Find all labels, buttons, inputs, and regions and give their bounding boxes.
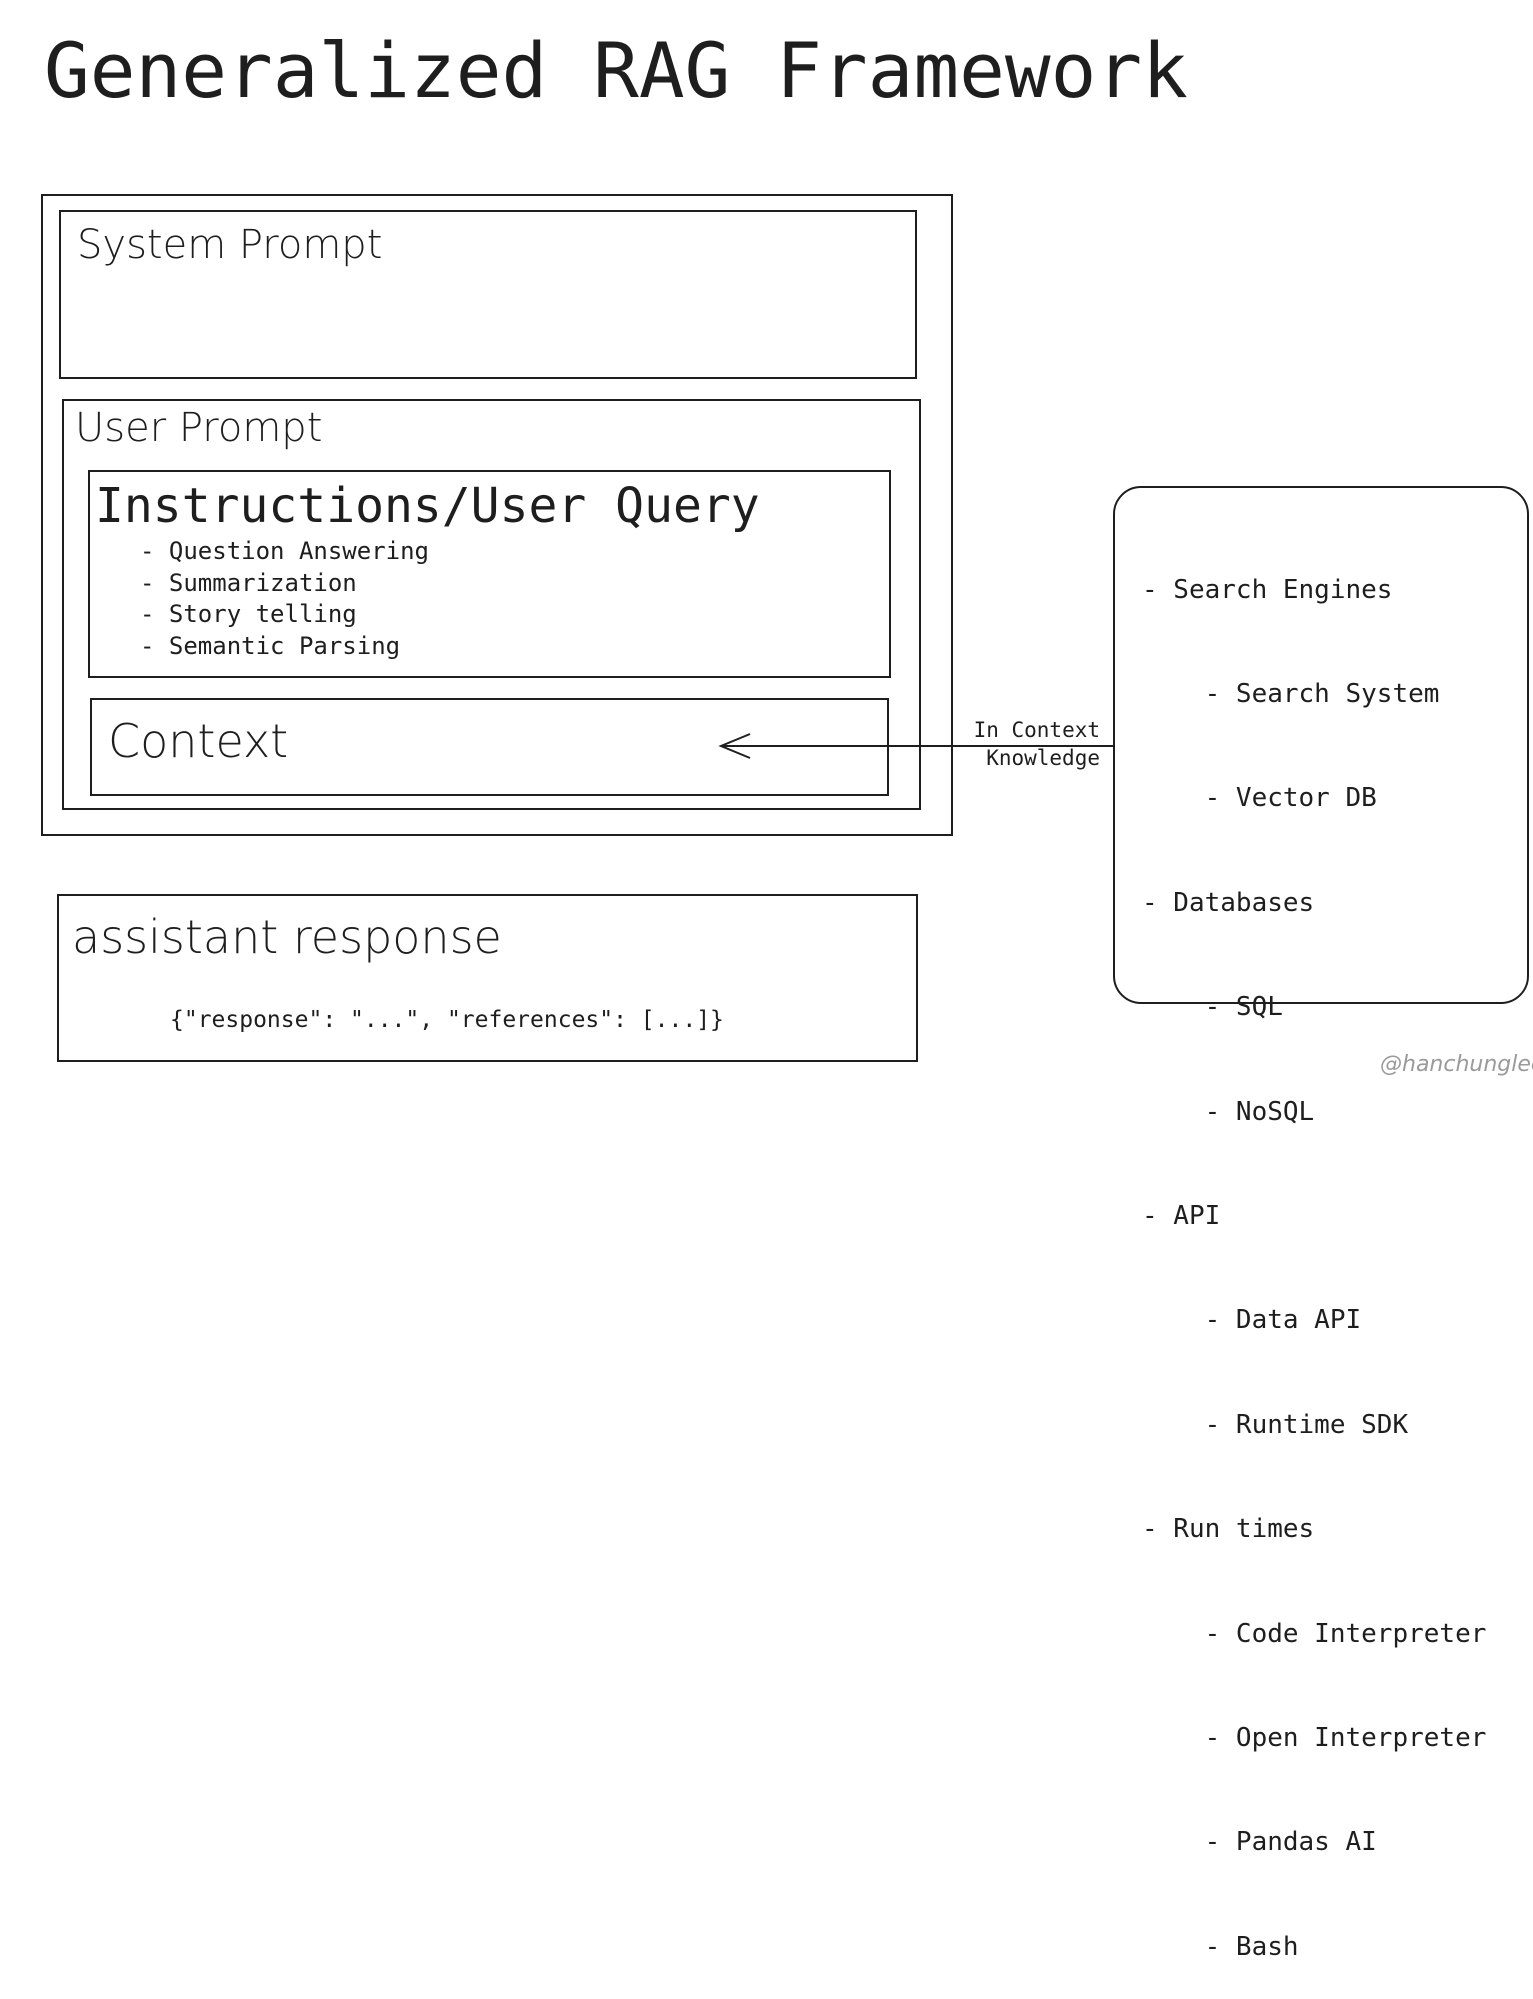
source-item: - Pandas AI (1142, 1827, 1377, 1858)
author-credit: @hanchunglee (1380, 1052, 1533, 1077)
knowledge-sources-box (1113, 486, 1529, 1004)
instruction-item: - Story telling (140, 600, 357, 628)
edge-label-line: Knowledge (986, 746, 1100, 770)
edge-label-line: In Context (973, 718, 1100, 742)
instruction-item: - Semantic Parsing (140, 631, 401, 660)
source-item: - NoSQL (1142, 1096, 1315, 1127)
context-label: Context (108, 714, 289, 768)
source-item: - Search System (1142, 678, 1440, 709)
instructions-title: Instructions/User Query (95, 478, 760, 534)
source-item: - Databases (1142, 887, 1315, 918)
assistant-response-label: assistant response (72, 910, 502, 964)
knowledge-sources-list: - Search Engines - Search System - Vecto… (1142, 503, 1486, 1999)
source-item: - API (1142, 1200, 1221, 1231)
prompt-container (41, 194, 953, 836)
response-json-example: {"response": "...", "references": [...]} (170, 1007, 724, 1033)
source-item: - Code Interpreter (1142, 1618, 1487, 1649)
system-prompt-label: System Prompt (77, 222, 383, 268)
source-item: - Search Engines (1142, 574, 1393, 605)
source-item: - SQL (1142, 992, 1283, 1023)
page-title: Generalized RAG Framework (44, 26, 1188, 115)
edge-label: In Context Knowledge (940, 716, 1100, 772)
source-item: - Bash (1142, 1931, 1299, 1962)
source-item: - Open Interpreter (1142, 1722, 1487, 1753)
instruction-item: - Summarization (140, 568, 357, 597)
instruction-item: - Question Answering (140, 537, 429, 565)
assistant-response-box (57, 894, 918, 1062)
source-item: - Data API (1142, 1305, 1362, 1336)
source-item: - Vector DB (1142, 783, 1377, 814)
system-prompt-box (59, 210, 917, 379)
source-item: - Run times (1142, 1514, 1315, 1545)
user-prompt-box (62, 399, 921, 810)
instructions-list: - Question Answering - Summarization - S… (140, 536, 429, 662)
arrow-head (718, 733, 751, 759)
instructions-box (88, 470, 891, 678)
user-prompt-label: User Prompt (75, 405, 323, 451)
source-item: - Runtime SDK (1142, 1409, 1409, 1440)
knowledge-arrow (718, 733, 1113, 759)
